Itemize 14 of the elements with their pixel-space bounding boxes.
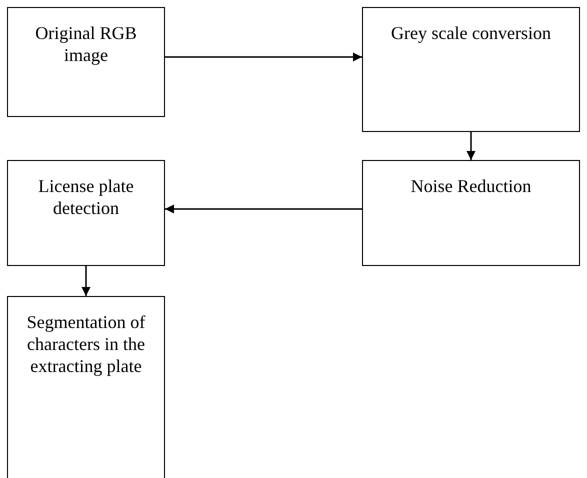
process-box bbox=[362, 160, 580, 266]
box-label: Original RGB image bbox=[34, 22, 138, 66]
process-box bbox=[7, 7, 165, 117]
box-label: Grey scale conversion bbox=[391, 22, 551, 44]
arrow bbox=[466, 132, 476, 160]
process-box bbox=[362, 7, 580, 132]
arrow bbox=[165, 204, 362, 214]
arrow bbox=[82, 266, 90, 296]
box-label: License plate detection bbox=[37, 175, 135, 219]
arrow bbox=[165, 52, 362, 62]
process-box bbox=[7, 160, 165, 266]
box-label: Segmentation of characters in the extracting plate bbox=[26, 311, 146, 377]
process-box bbox=[7, 296, 165, 478]
box-label: Noise Reduction bbox=[410, 175, 532, 197]
